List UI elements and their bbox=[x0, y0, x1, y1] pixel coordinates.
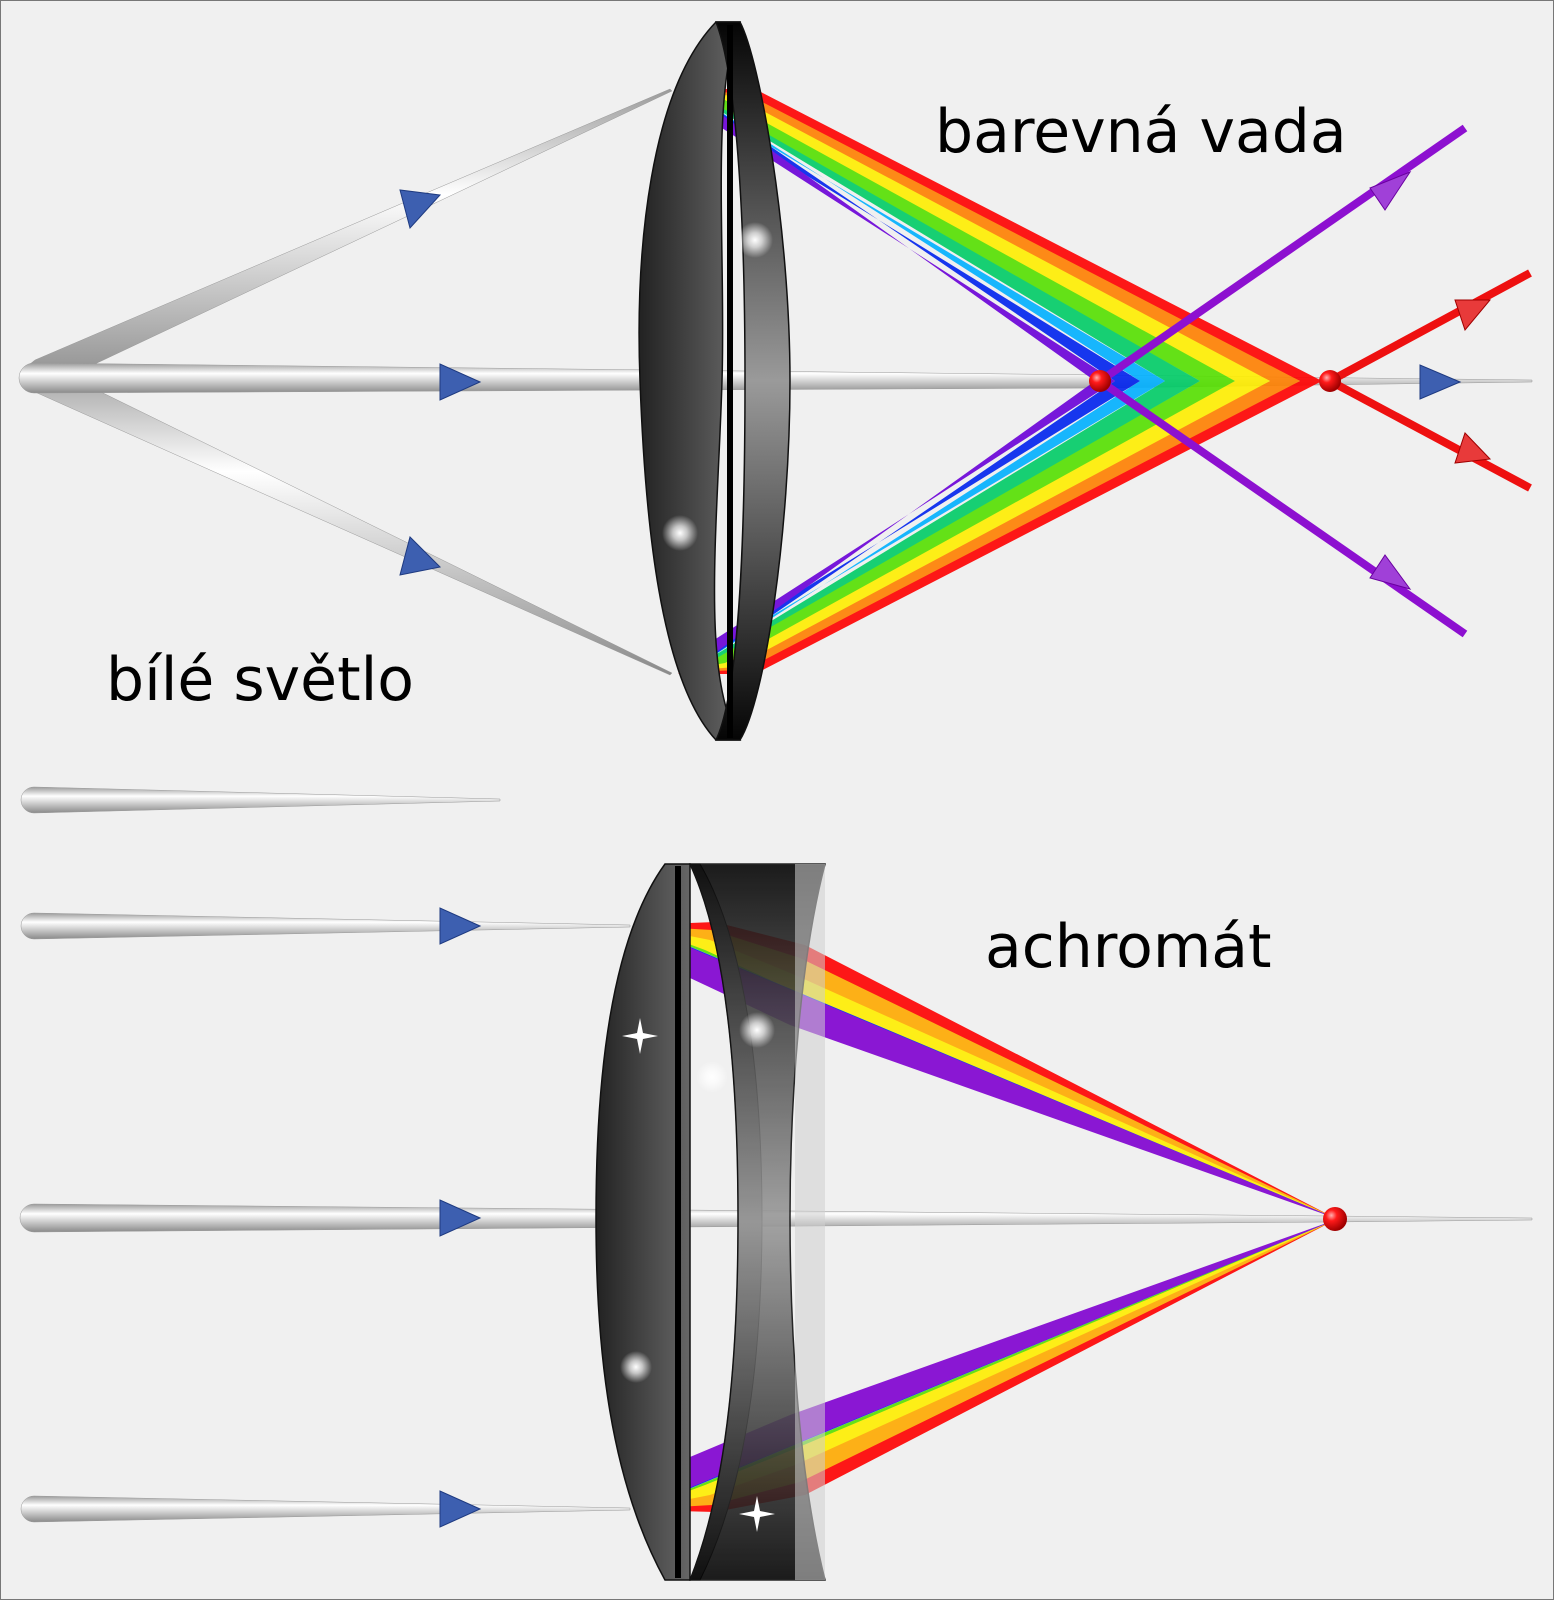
achromat-lens bbox=[595, 863, 826, 1581]
chromatic-aberration-label: barevná vada bbox=[935, 97, 1347, 167]
red-ray-up bbox=[1328, 269, 1532, 385]
sparkle-icon bbox=[622, 1018, 775, 1532]
red-sphere-icon bbox=[1319, 370, 1341, 392]
convex-lens bbox=[638, 21, 791, 741]
lower-spectrum-fan bbox=[678, 381, 1322, 674]
violet-arrow-icon bbox=[1369, 170, 1412, 590]
upper-spectrum-fan bbox=[678, 89, 1322, 381]
red-ray-down bbox=[1328, 377, 1532, 492]
top-section: barevná vada bílé světlo bbox=[18, 21, 1533, 741]
ray-lower-in bbox=[20, 1495, 631, 1523]
red-sphere-icon bbox=[1089, 370, 1111, 392]
white-light-label: bílé světlo bbox=[106, 645, 414, 715]
triangle-arrow-icon bbox=[399, 189, 1462, 576]
achromat-label: achromát bbox=[985, 912, 1272, 982]
ray-top-in bbox=[20, 786, 501, 814]
violet-ray-up bbox=[1097, 124, 1468, 385]
red-arrow-icon bbox=[1454, 299, 1492, 464]
triangle-arrow-icon bbox=[439, 907, 482, 1528]
bottom-section: achromát bbox=[19, 786, 1533, 1581]
red-sphere-icon bbox=[1323, 1207, 1347, 1231]
violet-ray-down bbox=[1097, 377, 1468, 638]
ray-upper-in bbox=[20, 912, 631, 940]
